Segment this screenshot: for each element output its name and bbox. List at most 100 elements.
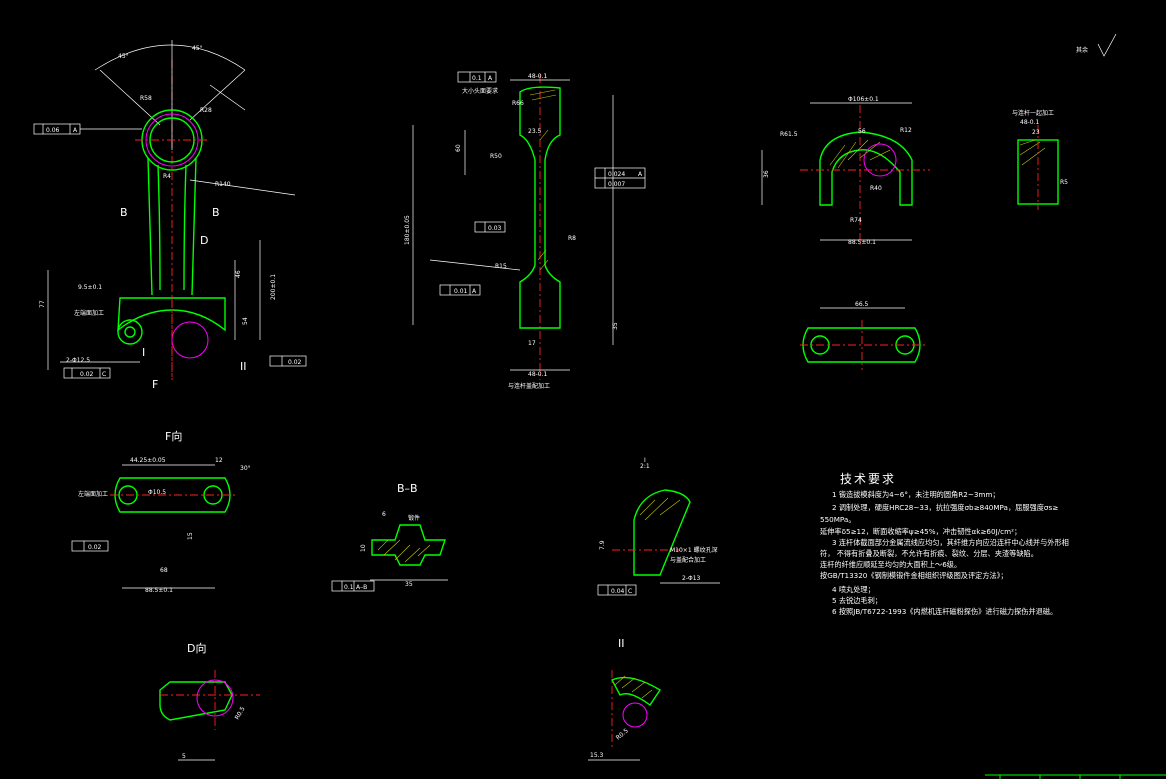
- dim-r58: R58: [140, 95, 152, 102]
- note-left-face: 左端面加工: [74, 309, 104, 317]
- side-dim-r8: R8: [568, 235, 576, 242]
- side-dim-height: 180±0.05: [404, 215, 411, 245]
- f-note-left: 左端面加工: [78, 490, 108, 498]
- angle-left-label: 45°: [118, 53, 129, 60]
- f-dim-mid: 15: [187, 532, 194, 540]
- title-block-edge: [985, 774, 1166, 779]
- side-dim-60: 60: [455, 144, 462, 152]
- small-right-r5: R5: [1060, 179, 1068, 186]
- cap-dim-56: 56: [858, 128, 866, 135]
- surface-finish-symbol: 其余: [1076, 33, 1117, 57]
- tech-req-line: 4 喷丸处理；: [832, 585, 875, 594]
- dim-r140: R140: [215, 181, 231, 188]
- view-d-arrow: D: [200, 234, 208, 247]
- tech-req-line: 1 锻造拔模斜度为4~6°，未注明的圆角R2~3mm；: [832, 490, 1000, 499]
- small-right-view: 与连杆一起加工 48-0.1 23 R5: [1012, 109, 1068, 210]
- side-tol-4-datum: A: [472, 288, 477, 295]
- side-note-top: 大小头面要求: [462, 87, 498, 95]
- surface-label: 其余: [1076, 46, 1088, 54]
- side-dim-r15: R15: [495, 263, 507, 270]
- dim-length: 200±0.1: [270, 274, 277, 300]
- detail-tol: 0.04: [611, 588, 625, 595]
- tech-req-line: 2 调制处理，硬度HRC28~33，抗拉强度σb≥840MPa，屈服强度σs≥: [832, 503, 1058, 512]
- bb-tol-datum: A–B: [356, 584, 367, 591]
- small-right-dim-23: 23: [1032, 129, 1040, 136]
- bb-section-view: B–B 6 10 35 锻件 0.1 A–B: [331, 482, 448, 592]
- side-dim-r50: R50: [490, 153, 502, 160]
- side-dim-top: 48-0.1: [528, 73, 548, 80]
- cap-plan-dim: 66.5: [855, 301, 869, 308]
- main-front-view: 45° 45° R58 R28 R140 R4 0.06 A 200±0.1 7…: [33, 40, 307, 391]
- d-view: D向 5 R0.5: [159, 641, 260, 761]
- tol-top-datum: A: [73, 127, 78, 134]
- detail-ii-dim-b: 15.3: [590, 752, 604, 759]
- detail-ii-view: II R0.5 15.3: [588, 637, 661, 761]
- tech-req-line: 3 连杆体截面部分金属流线应均匀，其纤维方向应沿连杆中心线并与外形相: [832, 538, 1069, 547]
- section-b-right: B: [212, 206, 220, 219]
- detail-dim-bottom: 2-Φ13: [682, 575, 701, 582]
- f-dim-bottom2: 88.5±0.1: [145, 587, 173, 594]
- small-right-dim-top: 48-0.1: [1020, 119, 1040, 126]
- d-view-title: D向: [187, 641, 206, 655]
- small-right-title: 与连杆一起加工: [1012, 109, 1054, 117]
- cap-dim-top: Φ106±0.1: [848, 96, 879, 103]
- side-dim-r66: R66: [512, 100, 524, 107]
- bb-dim-35: 35: [405, 581, 413, 588]
- tech-req-line: 符， 不得有折叠及断裂，不允许有折痕、裂纹、分层、夹渣等缺陷。: [820, 549, 1038, 558]
- dim-r28: R28: [200, 107, 212, 114]
- bb-tol: 0.1: [344, 584, 354, 591]
- tech-req-line: 6 按照JB/T6722-1993《内燃机连杆磁粉探伤》进行磁力探伤并退磁。: [832, 607, 1057, 616]
- bb-title: B–B: [397, 482, 418, 495]
- tol-right-value: 0.02: [288, 359, 302, 366]
- tol-bottom-value: 0.02: [80, 371, 94, 378]
- dim-b: 9.5±0.1: [78, 284, 102, 291]
- detail-section-view: I 2:1 7.9 M10×1 螺纹孔深 与盖配合加工 2-Φ13 0.04 C: [597, 457, 720, 596]
- tech-req-line: 550MPa。: [820, 515, 856, 524]
- f-dim-bottom1: 68: [160, 567, 168, 574]
- tech-req-line: 延伸率δ5≥12，断面收缩率ψ≥45%，冲击韧性αk≥60J/cm²；: [820, 527, 1021, 536]
- detail-tol-datum: C: [628, 588, 632, 595]
- side-tol-1: 0.1: [472, 75, 482, 82]
- f-view-title: F向: [165, 429, 182, 443]
- side-view: 48-0.1 0.1 A 大小头面要求 R66 23.5 180±0.05 R5…: [404, 71, 646, 390]
- detail-i-marker: I: [142, 346, 145, 359]
- cap-section-view: Φ106±0.1 56 R12 R61.5 R40 R74 88.5±0.1 3…: [761, 96, 930, 246]
- dim-r4: R4: [163, 173, 171, 180]
- tech-req-line: 5 去锐边毛刺；: [832, 596, 882, 605]
- bb-note: 锻件: [408, 514, 420, 522]
- side-tol-1-datum: A: [488, 75, 493, 82]
- f-tol: 0.02: [88, 544, 102, 551]
- bb-dim-6: 6: [382, 511, 386, 518]
- detail-ratio: 2:1: [640, 463, 650, 470]
- detail-note-2: 与盖配合加工: [670, 556, 706, 564]
- detail-note-1: M10×1 螺纹孔深: [670, 546, 718, 554]
- tech-requirements: 技术要求 1 锻造拔模斜度为4~6°，未注明的圆角R2~3mm； 2 调制处理，…: [820, 472, 1069, 616]
- cap-plan-view: 66.5: [800, 301, 925, 370]
- angle-right-label: 45°: [192, 45, 203, 52]
- side-dim-23: 23.5: [528, 128, 542, 135]
- f-dim-top: 44.25±0.05: [130, 457, 166, 464]
- f-view: F向 44.25±0.05 12 30° Φ10.5 左端面加工 0.02 15…: [71, 429, 251, 594]
- f-dim-hole: Φ10.5: [148, 489, 166, 496]
- side-tol-2a: 0.024: [608, 171, 625, 178]
- tol-top-value: 0.06: [46, 127, 60, 134]
- cap-dim-r40: R40: [870, 185, 882, 192]
- side-note-bottom: 与连杆盖配加工: [508, 382, 550, 390]
- detail-dim-7: 7.9: [599, 540, 606, 550]
- side-dim-bottom: 48-0.1: [528, 371, 548, 378]
- bb-dim-10: 10: [360, 544, 367, 552]
- side-tol-2-datum: A: [638, 171, 643, 178]
- cap-dim-36: 36: [763, 170, 770, 178]
- section-b-left: B: [120, 206, 128, 219]
- detail-ii-dim-a: R0.5: [615, 727, 630, 741]
- tol-bottom-datum: C: [102, 371, 106, 378]
- detail-ii-title: II: [618, 637, 625, 650]
- detail-ii-marker: II: [240, 360, 247, 373]
- side-tol-2b: 0.007: [608, 181, 625, 188]
- f-dim-12: 12: [215, 457, 223, 464]
- side-dim-35: 35: [612, 322, 619, 330]
- side-tol-3: 0.03: [488, 225, 502, 232]
- dim-77: 77: [39, 300, 46, 308]
- f-angle: 30°: [240, 465, 251, 472]
